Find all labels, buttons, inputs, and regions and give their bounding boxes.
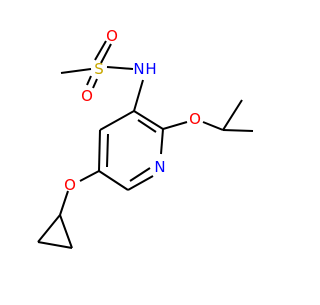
ring-nitrogen-label: N [154, 158, 165, 176]
bond-ring-c5-c4-inner [106, 133, 109, 168]
bond-oxygen-isopropyl [202, 121, 224, 131]
molecule-structure-diagram: S O O N H N O O [37, 27, 254, 249]
bond-sulfur-nitrogen [106, 66, 134, 70]
bond-ring-c5-c4 [98, 129, 101, 172]
isopropoxy-oxygen-label: O [189, 110, 201, 128]
bonds [37, 40, 254, 249]
bond-ring-c2-n1 [160, 128, 164, 155]
sulfonamide-hydrogen-label: H [145, 60, 156, 78]
sulfur-label: S [94, 60, 104, 78]
bond-sulfur-oxygen-top-a [94, 40, 107, 61]
bond-ring-c6-c5 [98, 170, 129, 191]
atom-labels: S O O N H N O O [64, 27, 201, 194]
molecule-svg: S O O N H N O O [37, 27, 254, 249]
bond-ring-n1-c6-inner [129, 167, 151, 182]
bond-ring-c4-c3 [99, 110, 135, 131]
bond-nitrogen-ring [133, 79, 144, 112]
bond-sulfur-oxygen-bottom-a [86, 75, 92, 86]
bond-isopropyl-methyl-top [222, 99, 243, 131]
bond-cyclopropyl-1 [37, 214, 61, 243]
bond-ring-isopropoxy-oxygen [162, 121, 188, 130]
bond-methyl-sulfur [60, 68, 92, 74]
bond-cyclopropyl-3 [59, 214, 73, 249]
sulfonamide-nitrogen-label: N [133, 60, 144, 78]
bond-ring-cyclopropoxy-oxygen [79, 170, 100, 182]
oxygen-bottom-label: O [81, 87, 93, 105]
bond-ring-c3-c2 [133, 110, 164, 130]
bond-sulfur-oxygen-top-b [100, 43, 112, 64]
oxygen-top-label: O [106, 27, 118, 45]
bond-oxygen-cyclopropyl [59, 190, 69, 216]
bond-ring-c3-c2-inner [137, 119, 157, 133]
bond-sulfur-oxygen-bottom-b [92, 78, 98, 89]
bond-ring-n1-c6 [127, 175, 154, 191]
cyclopropoxy-oxygen-label: O [64, 176, 76, 194]
bond-cyclopropyl-2 [37, 241, 73, 249]
bond-isopropyl-methyl-right [222, 129, 254, 132]
